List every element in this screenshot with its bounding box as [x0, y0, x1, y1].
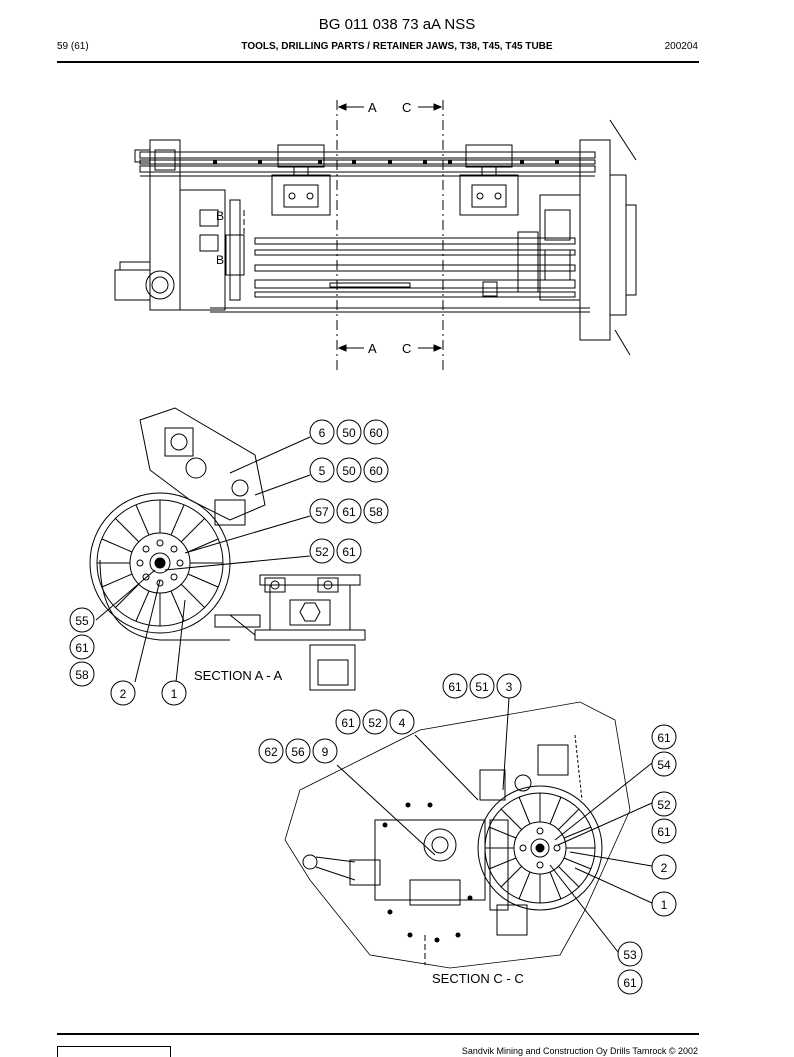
revision-date: 200204	[664, 41, 698, 52]
svg-text:61: 61	[75, 641, 89, 655]
svg-text:54: 54	[657, 758, 671, 772]
svg-text:1: 1	[661, 898, 668, 912]
header-rule	[57, 61, 699, 63]
svg-text:61: 61	[657, 825, 671, 839]
svg-text:53: 53	[623, 948, 637, 962]
callout-cc-1: 61 51 3	[442, 673, 522, 699]
svg-text:58: 58	[75, 668, 89, 682]
cut-label-b-lower: B	[216, 253, 224, 267]
callout-cc-5: 54	[651, 751, 677, 777]
callout-aa-4: 52 61	[309, 538, 362, 564]
top-view: A C A C	[114, 100, 637, 370]
callout-cc-2: 61 52 4	[335, 709, 415, 735]
svg-text:50: 50	[342, 464, 356, 478]
svg-text:52: 52	[368, 716, 382, 730]
svg-text:61: 61	[341, 716, 355, 730]
svg-text:2: 2	[120, 687, 127, 701]
callout-aa-1: 6 50 60	[309, 419, 389, 445]
section-title: TOOLS, DRILLING PARTS / RETAINER JAWS, T…	[241, 41, 553, 52]
cut-label-c-top: C	[402, 100, 411, 115]
footer-rule	[57, 1033, 699, 1035]
callout-cc-3: 62 56 9	[258, 738, 338, 764]
svg-text:52: 52	[657, 798, 671, 812]
svg-text:4: 4	[399, 716, 406, 730]
svg-text:57: 57	[315, 505, 329, 519]
cut-label-a-top: A	[368, 100, 377, 115]
svg-text:60: 60	[369, 426, 383, 440]
callout-aa-8: 2	[110, 680, 136, 706]
cut-label-c-bottom: C	[402, 341, 411, 356]
svg-text:56: 56	[291, 745, 305, 759]
svg-text:52: 52	[315, 545, 329, 559]
svg-text:5: 5	[319, 464, 326, 478]
callout-aa-5: 55	[69, 607, 95, 633]
svg-text:61: 61	[623, 976, 637, 990]
cut-label-a-bottom: A	[368, 341, 377, 356]
callout-aa-7: 58	[69, 661, 95, 687]
svg-text:1: 1	[171, 687, 178, 701]
callout-cc-11: 61	[617, 969, 643, 995]
cut-label-b-upper: B	[216, 209, 224, 223]
copyright-text: Sandvik Mining and Construction Oy Drill…	[461, 1046, 698, 1056]
svg-text:61: 61	[657, 731, 671, 745]
callout-aa-2: 5 50 60	[309, 457, 389, 483]
section-aa-caption: SECTION A - A	[194, 668, 282, 683]
callout-aa-3: 57 61 58	[309, 498, 389, 524]
section-cc-view: 61 51 3 61 52 4 62 56 9 61 54 52 61 2	[258, 673, 677, 995]
company-logo	[57, 1046, 171, 1057]
document-number: BG 011 038 73 aA NSS	[318, 16, 476, 33]
svg-text:6: 6	[319, 426, 326, 440]
svg-text:3: 3	[506, 680, 513, 694]
svg-text:60: 60	[369, 464, 383, 478]
section-aa-view: 6 50 60 5 50 60 57 61 58 52 61 55 61 58 …	[69, 407, 389, 706]
section-cc-caption: SECTION C - C	[432, 971, 524, 986]
callout-aa-6: 61	[69, 634, 95, 660]
svg-text:9: 9	[322, 745, 329, 759]
svg-text:55: 55	[75, 614, 89, 628]
callout-cc-7: 61	[651, 818, 677, 844]
page-number: 59 (61)	[57, 41, 89, 52]
svg-text:51: 51	[475, 680, 489, 694]
svg-text:61: 61	[448, 680, 462, 694]
svg-text:62: 62	[264, 745, 278, 759]
callout-cc-4: 61	[651, 724, 677, 750]
callout-cc-9: 1	[651, 891, 677, 917]
svg-text:61: 61	[342, 505, 356, 519]
svg-text:2: 2	[661, 861, 668, 875]
callout-cc-6: 52	[651, 791, 677, 817]
svg-text:58: 58	[369, 505, 383, 519]
callout-cc-10: 53	[617, 941, 643, 967]
callout-aa-9: 1	[161, 680, 187, 706]
svg-text:61: 61	[342, 545, 356, 559]
callout-cc-8: 2	[651, 854, 677, 880]
svg-text:50: 50	[342, 426, 356, 440]
